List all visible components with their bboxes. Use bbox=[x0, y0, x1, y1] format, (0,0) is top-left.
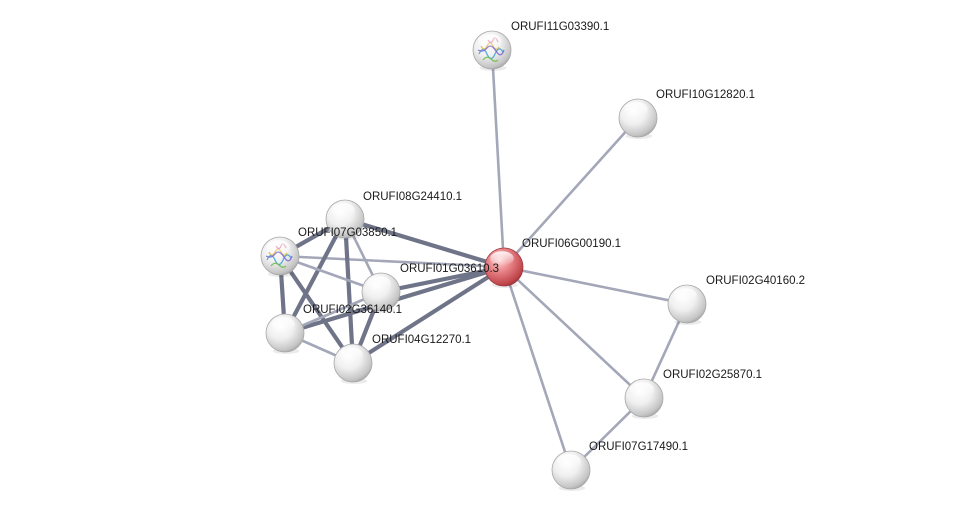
node-label: ORUFI01G03610.3 bbox=[400, 263, 499, 275]
node-gloss bbox=[624, 102, 648, 117]
node-gloss bbox=[630, 382, 654, 397]
node-label: ORUFI10G12820.1 bbox=[656, 89, 755, 101]
edge-ORUFI06G00190.1-ORUFI04G12270.1[interactable] bbox=[350, 264, 507, 366]
node-gloss bbox=[271, 317, 295, 332]
node-ORUFI07G17490.1[interactable]: ORUFI07G17490.1 bbox=[551, 441, 688, 491]
node-ORUFI06G00190.1[interactable]: ORUFI06G00190.1 bbox=[484, 238, 621, 288]
node-gloss bbox=[673, 288, 697, 303]
node-label: ORUFI02G40160.2 bbox=[706, 275, 805, 287]
node-gloss bbox=[367, 276, 391, 291]
node-gloss bbox=[557, 454, 581, 469]
node-layer: ORUFI06G00190.1 ORUFI11G03390.1ORUFI10G12… bbox=[260, 21, 805, 491]
node-label: ORUFI06G00190.1 bbox=[522, 238, 621, 250]
edge-ORUFI06G00190.1-ORUFI07G03850.1[interactable] bbox=[278, 254, 506, 269]
node-ORUFI11G03390.1[interactable]: ORUFI11G03390.1 bbox=[472, 21, 609, 71]
node-ORUFI07G03850.1[interactable]: ORUFI07G03850.1 bbox=[260, 227, 397, 277]
node-ORUFI04G12270.1[interactable]: ORUFI04G12270.1 bbox=[333, 334, 471, 384]
edge-ORUFI06G00190.1-ORUFI02G25870.1[interactable] bbox=[502, 265, 646, 400]
node-label: ORUFI11G03390.1 bbox=[511, 21, 609, 33]
edge-ORUFI06G00190.1-ORUFI11G03390.1[interactable] bbox=[490, 48, 506, 269]
node-ORUFI02G40160.2[interactable]: ORUFI02G40160.2 bbox=[667, 275, 805, 325]
node-ORUFI02G25870.1[interactable]: ORUFI02G25870.1 bbox=[624, 369, 762, 419]
node-label: ORUFI08G24410.1 bbox=[363, 191, 462, 203]
edge-ORUFI08G24410.1-ORUFI04G12270.1[interactable] bbox=[342, 216, 356, 366]
node-label: ORUFI02G25870.1 bbox=[663, 369, 762, 381]
node-ORUFI08G24410.1[interactable]: ORUFI08G24410.1 bbox=[325, 191, 462, 240]
edge-ORUFI06G00190.1-ORUFI10G12820.1[interactable] bbox=[502, 116, 640, 269]
edge-ORUFI06G00190.1-ORUFI08G24410.1[interactable] bbox=[342, 216, 507, 270]
node-gloss bbox=[490, 251, 514, 266]
node-label: ORUFI07G17490.1 bbox=[589, 441, 688, 453]
node-label: ORUFI07G03850.1 bbox=[298, 227, 397, 239]
node-label: ORUFI02G36140.1 bbox=[303, 304, 402, 316]
edge-ORUFI08G24410.1-ORUFI02G36140.1[interactable] bbox=[282, 216, 348, 336]
edge-ORUFI06G00190.1-ORUFI02G40160.2[interactable] bbox=[502, 265, 689, 306]
node-label: ORUFI04G12270.1 bbox=[372, 334, 471, 346]
node-gloss bbox=[339, 347, 363, 362]
node-gloss bbox=[331, 203, 355, 218]
node-ORUFI02G36140.1[interactable]: ORUFI02G36140.1 bbox=[265, 304, 402, 354]
node-gloss bbox=[266, 240, 290, 255]
node-ORUFI01G03610.3[interactable]: ORUFI01G03610.3 bbox=[361, 263, 499, 313]
edge-ORUFI07G03850.1-ORUFI04G12270.1[interactable] bbox=[277, 253, 356, 366]
edge-ORUFI06G00190.1-ORUFI07G17490.1[interactable] bbox=[502, 265, 573, 472]
node-gloss bbox=[478, 34, 502, 49]
node-ORUFI10G12820.1[interactable]: ORUFI10G12820.1 bbox=[618, 89, 755, 139]
